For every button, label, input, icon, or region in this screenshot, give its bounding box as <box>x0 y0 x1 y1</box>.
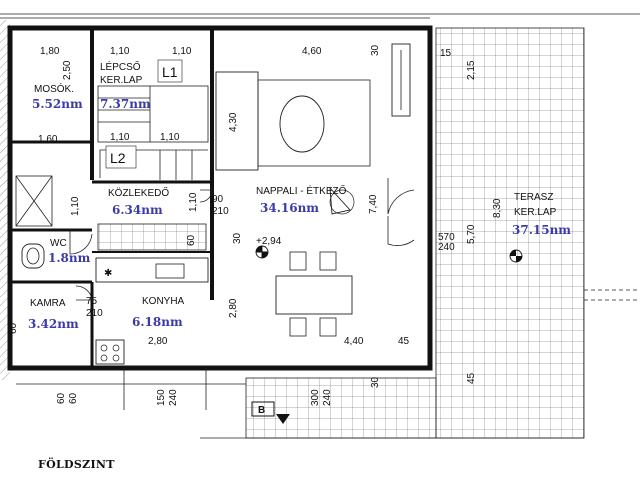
level-mark-l1: L1 <box>162 64 178 80</box>
terrace-tiles <box>435 27 585 439</box>
room-area-kamra: 3.42nm <box>28 317 79 331</box>
room-name-nappali: NAPPALI - ÉTKEZŐ <box>256 183 347 197</box>
dim-1-10-a: 1,10 <box>110 46 130 57</box>
room-area-terasz: 37.15nm <box>512 223 571 237</box>
outer-wall <box>7 25 433 371</box>
dining-symbol <box>329 186 355 215</box>
dim-30-b: 30 <box>370 376 381 388</box>
room-name-kozlekedo: KÖZLEKEDŐ <box>108 185 169 199</box>
drawing-title: FÖLDSZINT <box>38 458 115 471</box>
dim-2-80: 2,80 <box>228 298 239 318</box>
dim-150-a: 150 <box>156 389 167 406</box>
dim-300: 300 <box>310 389 321 406</box>
laundry-unit <box>15 175 53 227</box>
dining-table <box>275 251 353 337</box>
dim-1-60: 1,60 <box>38 134 58 145</box>
terrace-tiles-lower <box>245 377 437 439</box>
dim-240-c: 240 <box>322 389 333 406</box>
dim-210-a: 210 <box>212 206 229 217</box>
dim-2-50: 2,50 <box>62 60 73 80</box>
dim-5-70: 5,70 <box>466 224 477 244</box>
room-name-mosok: MOSÓK. <box>34 82 74 95</box>
dim-30-a: 30 <box>370 44 381 56</box>
dim-1-10-e: 1,10 <box>188 192 199 212</box>
section-mark <box>251 401 290 424</box>
door-terrace-lower <box>387 216 415 246</box>
dim-60-b: 60 <box>56 392 67 404</box>
room-name-kamra: KAMRA <box>30 298 66 309</box>
dim-4-40: 4,40 <box>344 336 364 347</box>
room-area-nappali: 34.16nm <box>260 201 319 215</box>
elevation-label: +2,94 <box>256 236 282 247</box>
kitchen-counter <box>95 257 209 365</box>
section-mark-label: B <box>258 405 265 416</box>
dim-8-30: 8,30 <box>492 198 503 218</box>
room-area-kozlekedo: 6.34nm <box>112 203 163 217</box>
dim-240-a: 240 <box>438 242 455 253</box>
dim-60-a: 60 <box>186 234 197 246</box>
dim-45-b: 45 <box>466 372 477 384</box>
room-area-mosok: 5.52nm <box>32 97 83 111</box>
dim-75: 75 <box>86 296 98 307</box>
door-wc <box>69 230 93 255</box>
dim-15: 15 <box>440 48 452 59</box>
staircase <box>97 85 209 180</box>
dim-1-10-c: 1,10 <box>110 132 130 143</box>
dim-1-80: 1,80 <box>40 46 60 57</box>
level-mark-l2: L2 <box>110 150 126 166</box>
corridor-cabinet <box>97 223 207 251</box>
room-area-wc: 1.8nm <box>48 251 91 265</box>
dim-2-15: 2,15 <box>466 60 477 80</box>
dim-60-c: 60 <box>68 392 79 404</box>
elevation-mark <box>255 245 269 259</box>
room-name2-terasz: KER.LAP <box>514 207 557 218</box>
dim-30-c: 30 <box>232 232 243 244</box>
room-area-lepcso: 7.37nm <box>100 97 151 111</box>
level-mark-l1-box <box>157 59 183 83</box>
kitchen-star-icon: ✱ <box>104 268 112 279</box>
room-area-konyha: 6.18nm <box>132 315 183 329</box>
level-mark-l2-box <box>105 145 137 169</box>
door-kamra <box>75 285 93 301</box>
room-name2-lepcso: KER.LAP <box>100 75 143 86</box>
dim-60-d: 60 <box>8 322 19 334</box>
dim-1-10-d: 1,10 <box>160 132 180 143</box>
dim-1-10-f: 1,10 <box>70 196 81 216</box>
room-name-lepcso: LÉPCSŐ <box>100 59 141 73</box>
room-name-terasz: TERASZ <box>514 192 553 203</box>
left-boundary-hatch <box>0 20 10 380</box>
sofa <box>215 71 371 171</box>
dim-4-60: 4,60 <box>302 46 322 57</box>
dim-90: 90 <box>212 194 224 205</box>
dim-7-40: 7,40 <box>368 194 379 214</box>
terrace-elevation-mark <box>509 249 523 263</box>
door-terrace-upper <box>387 178 415 215</box>
wc-fixture <box>21 243 45 269</box>
tv-unit <box>391 43 411 117</box>
dim-210-b: 210 <box>86 308 103 319</box>
dim-1-10-b: 1,10 <box>172 46 192 57</box>
dim-570-a: 570 <box>438 232 455 243</box>
dim-2-80-b: 2,80 <box>148 336 168 347</box>
dim-4-30: 4,30 <box>228 112 239 132</box>
dim-240-b: 240 <box>168 389 179 406</box>
door-corridor <box>199 189 213 203</box>
dim-45-a: 45 <box>398 336 410 347</box>
room-name-wc: WC <box>50 238 67 249</box>
room-name-konyha: KONYHA <box>142 296 185 307</box>
